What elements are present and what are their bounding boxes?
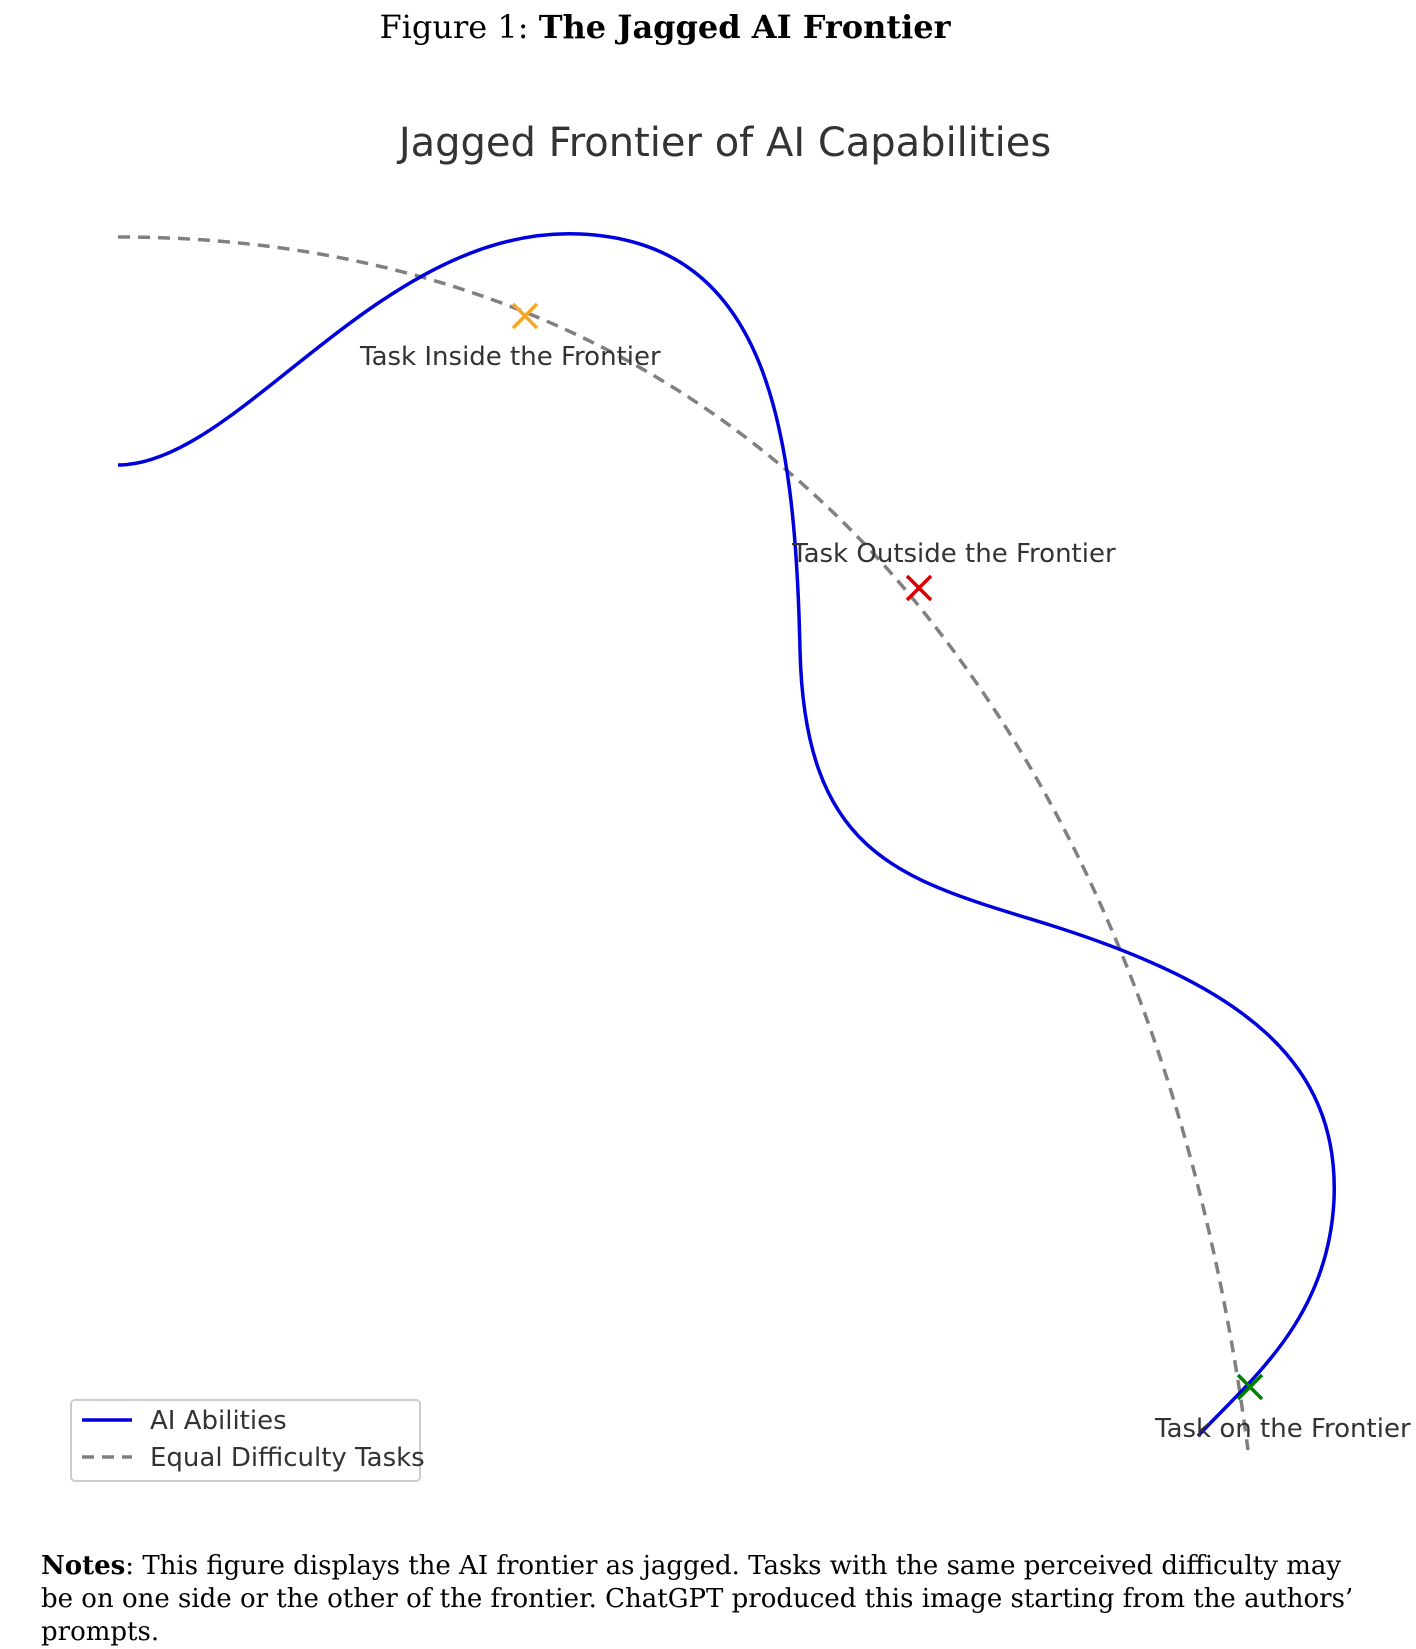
figure-caption-prefix: Figure 1: — [379, 8, 539, 46]
notes-text: : This figure displays the AI frontier a… — [41, 1551, 1354, 1647]
legend-ai-abilities-label: AI Abilities — [150, 1406, 287, 1436]
task-outside-label: Task Outside the Frontier — [791, 539, 1116, 569]
figure-caption: Figure 1: The Jagged AI Frontier — [0, 8, 1330, 46]
task-inside-marker — [511, 302, 539, 330]
task-on-marker — [1236, 1373, 1264, 1401]
task-inside-label: Task Inside the Frontier — [359, 342, 661, 372]
notes-lead: Notes — [41, 1551, 126, 1581]
legend: AI Abilities Equal Difficulty Tasks — [70, 1399, 425, 1482]
task-outside-marker — [905, 574, 933, 602]
ai-abilities-line — [117, 232, 1336, 1438]
equal-difficulty-tasks-line — [117, 235, 1250, 1451]
chart-title: Jagged Frontier of AI Capabilities — [398, 120, 1052, 166]
task-on-label: Task on the Frontier — [1154, 1414, 1411, 1444]
figure-caption-title: The Jagged AI Frontier — [538, 8, 951, 46]
legend-equal-difficulty-label: Equal Difficulty Tasks — [150, 1443, 425, 1473]
figure-notes: Notes: This figure displays the AI front… — [41, 1550, 1371, 1649]
legend-box — [70, 1399, 421, 1482]
